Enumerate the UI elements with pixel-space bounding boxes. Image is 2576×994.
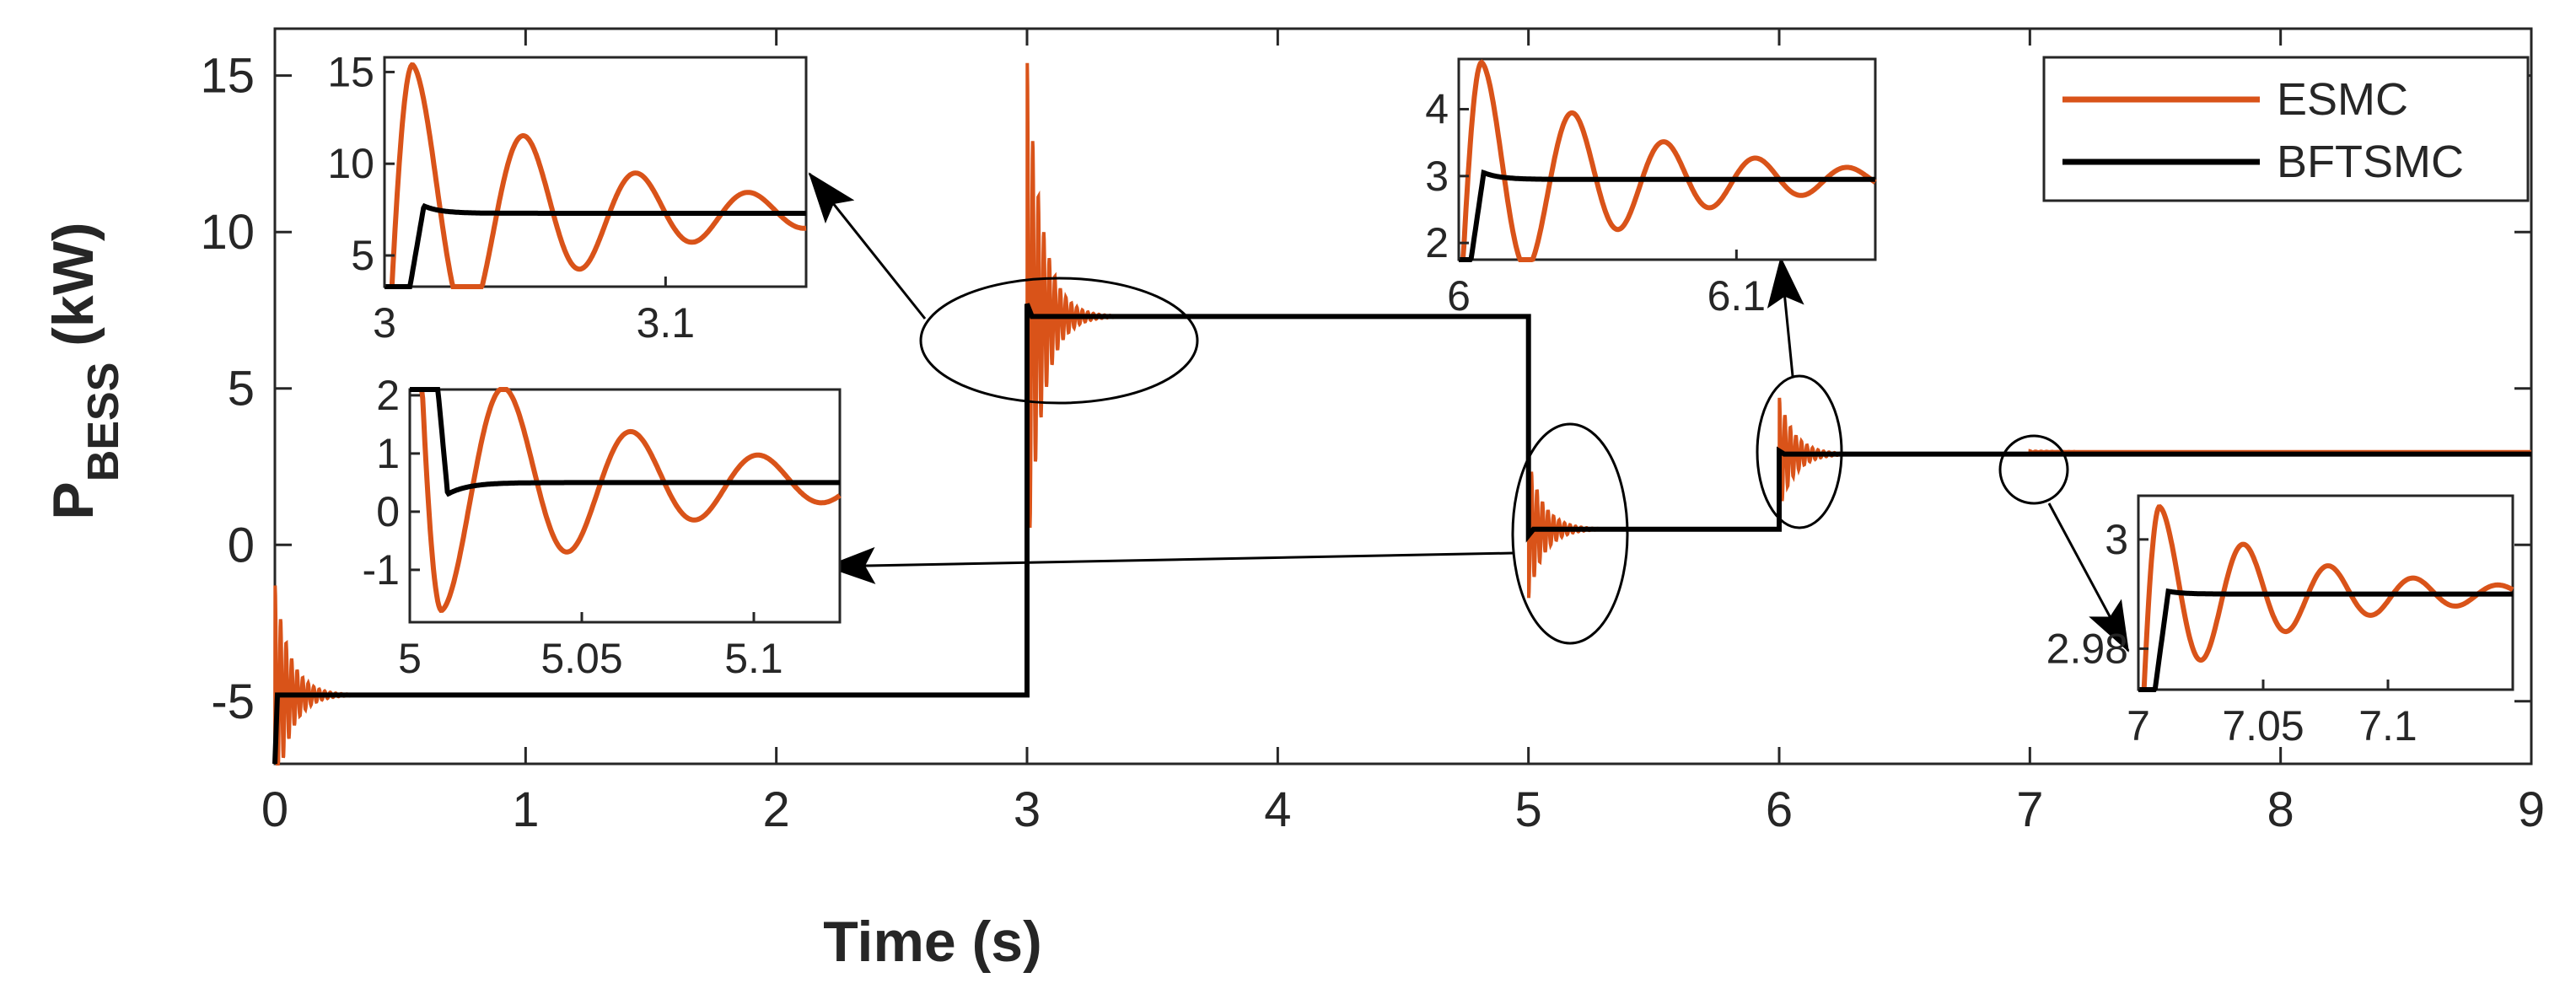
inset-x-tick-label: 6: [1447, 272, 1471, 320]
inset-x-tick-label: 5: [398, 635, 422, 682]
inset-zoom-t5: 5 5.05 5.1 -1 0 1 2: [363, 372, 842, 682]
y-tick-label: 10: [200, 205, 255, 260]
zoom-ellipse-t3: [919, 277, 1199, 405]
svg-text:PBESS (kW): PBESS (kW): [41, 222, 128, 519]
connector-arrow-t7: [2047, 502, 2130, 653]
inset-x-tick-label: 7.1: [2358, 702, 2417, 750]
x-tick-label: 6: [1766, 782, 1793, 837]
inset-x-tick-label: 5.05: [540, 635, 622, 682]
inset-series-bftsmc: [1459, 169, 1875, 262]
connector-arrow-t6: [1767, 256, 1804, 377]
x-tick-label: 0: [261, 782, 288, 837]
inset-x-tick-label: 6.1: [1707, 272, 1767, 320]
legend-label-esmc: ESMC: [2277, 74, 2408, 125]
main-series: [272, 62, 2531, 766]
inset-zoom-t7: 7 7.05 7.1 2.98 3: [2046, 494, 2514, 750]
x-tick-label: 4: [1264, 782, 1291, 837]
x-tick-label: 3: [1014, 782, 1041, 837]
series-line-bftsmc: [272, 303, 2531, 765]
inset-x-tick-label: 5.1: [724, 635, 783, 682]
inset-y-tick-label: 2: [1425, 219, 1449, 266]
y-tick-label: 5: [228, 362, 255, 416]
legend-box: [2042, 56, 2530, 202]
y-tick-label: 15: [200, 49, 255, 104]
x-tick-label: 7: [2016, 782, 2043, 837]
inset-y-tick-label: -1: [363, 546, 400, 594]
inset-series-esmc: [2138, 504, 2514, 692]
plot-frame: [273, 27, 2533, 766]
y-axis-label: PBESS (kW): [41, 222, 128, 519]
inset-y-tick-label: 5: [351, 232, 374, 279]
x-axis-label: Time (s): [823, 910, 1041, 974]
inset-x-tick-label: 3: [373, 299, 396, 347]
legend-label-bftsmc: BFTSMC: [2277, 137, 2464, 187]
inset-series-bftsmc: [410, 387, 840, 497]
connector-arrow-t5: [825, 546, 1514, 584]
inset-y-tick-label: 1: [376, 430, 400, 477]
y-tick-label: -5: [211, 674, 255, 729]
inset-series-esmc: [410, 387, 842, 614]
inset-y-tick-label: 3: [2105, 516, 2128, 563]
y-tick-label: 0: [228, 518, 255, 572]
inset-zoom-t6: 6 6.1 2 3 4: [1425, 57, 1877, 320]
y-axis-label-unit: (kW): [41, 222, 105, 362]
x-tick-label: 2: [763, 782, 790, 837]
inset-series-esmc: [385, 62, 807, 289]
x-tick-label: 8: [2267, 782, 2294, 837]
inset-frame: [408, 388, 842, 624]
y-axis-label-subscript: BESS: [79, 363, 128, 482]
inset-y-tick-label: 0: [376, 488, 400, 535]
inset-x-tick-label: 7: [2127, 702, 2150, 750]
inset-x-tick-label: 7.05: [2222, 702, 2304, 750]
zoom-ellipse-t7: [1998, 434, 2069, 505]
zoom-annotations: [808, 172, 2130, 653]
inset-y-tick-label: 3: [1425, 153, 1449, 200]
inset-x-tick-label: 3.1: [637, 299, 696, 347]
x-tick-label: 1: [512, 782, 539, 837]
inset-series-bftsmc: [385, 202, 806, 289]
x-tick-label: 9: [2518, 782, 2545, 837]
zoom-ellipse-t5: [1511, 422, 1629, 645]
inset-y-tick-label: 2: [376, 372, 400, 419]
inset-frame: [1457, 57, 1877, 261]
inset-y-tick-label: 10: [327, 140, 374, 187]
x-tick-label: 5: [1515, 782, 1542, 837]
y-axis-label-main: P: [41, 481, 105, 519]
connector-arrow-t3: [808, 172, 927, 320]
inset-series-bftsmc: [2138, 588, 2513, 692]
inset-series-esmc: [1459, 59, 1877, 262]
inset-y-tick-label: 2.98: [2046, 625, 2128, 672]
legend: ESMC BFTSMC: [2042, 56, 2530, 202]
inset-y-tick-label: 4: [1425, 86, 1449, 133]
inset-y-tick-label: 15: [327, 48, 374, 95]
inset-zoom-t3: 3 3.1 5 10 15: [327, 48, 808, 347]
zoom-ellipse-t6: [1756, 374, 1843, 529]
